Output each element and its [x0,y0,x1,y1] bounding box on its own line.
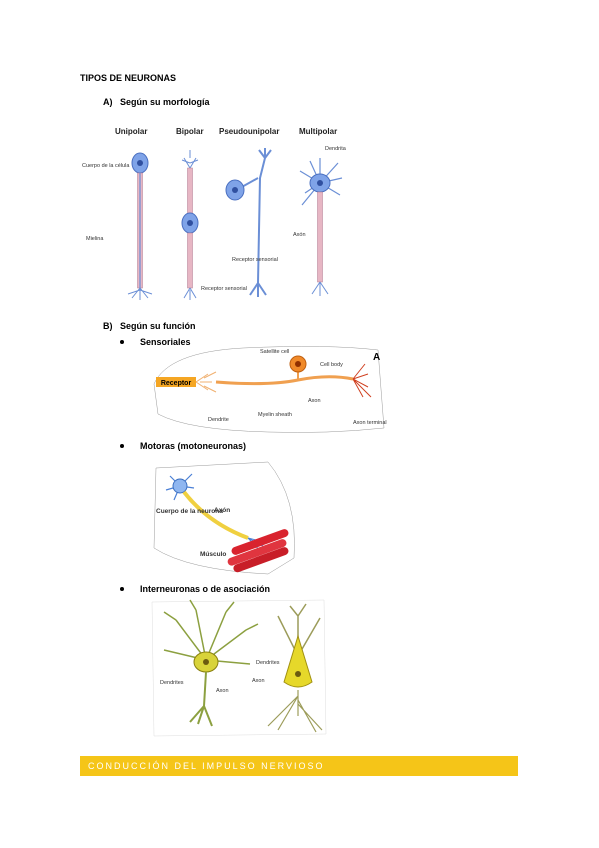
header-pseudounipolar: Pseudounipolar [219,127,279,136]
svg-text:Myelin sheath: Myelin sheath [258,412,292,418]
multipolar-neuron [299,158,343,296]
svg-text:Dendrites: Dendrites [160,680,184,686]
bullet-motoras [120,444,124,448]
svg-text:Axon terminal: Axon terminal [353,420,387,426]
page-title: TIPOS DE NEURONAS [80,73,177,83]
interneuron-right [267,603,323,733]
motor-neuron-figure: Cuerpo de la neurona Axón Músculo [153,461,295,575]
unipolar-neuron [127,152,153,300]
header-bipolar: Bipolar [176,127,204,136]
svg-text:Axón: Axón [214,507,230,514]
figure-letter: A [373,352,380,363]
label-axon-multipolar: Axón [293,232,306,238]
svg-text:Axon: Axon [308,398,321,404]
bullet-interneuronas [120,587,124,591]
item-motoras: Motoras (motoneuronas) [140,441,247,451]
svg-text:Axon: Axon [216,688,229,694]
header-multipolar: Multipolar [299,127,337,136]
section-b-heading: B) Según su función [103,321,196,331]
muscle-fibers [227,529,289,573]
label-dendrita: Dendrita [325,146,347,152]
section-a-heading: A) Según su morfología [103,97,210,107]
svg-text:Cell body: Cell body [320,362,343,368]
svg-text:Músculo: Músculo [200,551,226,558]
sensory-neuron-figure: Receptor A Satellite cell Cell body Axon… [153,346,387,433]
banner-text: CONDUCCIÓN DEL IMPULSO NERVIOSO [88,761,325,771]
label-receptor-bipolar: Receptor sensorial [201,286,247,292]
bipolar-neuron [181,150,199,300]
svg-text:Axon: Axon [252,678,265,684]
svg-text:Satellite cell: Satellite cell [260,349,289,355]
item-sensoriales: Sensoriales [140,337,191,347]
label-mielina: Mielina [86,236,104,242]
header-unipolar: Unipolar [115,127,147,136]
bullet-sensoriales [120,340,124,344]
label-cuerpo-celula: Cuerpo de la célula [82,163,130,169]
morphology-figure: Unipolar Bipolar Pseudounipolar Multipol… [82,127,347,300]
label-receptor-pseudo: Receptor sensorial [232,257,278,263]
svg-text:Dendrite: Dendrite [208,417,229,423]
receptor-box [156,377,196,387]
section-banner: CONDUCCIÓN DEL IMPULSO NERVIOSO [80,756,518,776]
svg-text:Dendrites: Dendrites [256,660,280,666]
motor-cell-body [172,478,188,494]
pseudounipolar-neuron [225,148,272,297]
interneuron-figure: Dendrites Axon Dendrites Axon [151,599,327,737]
svg-text:Receptor: Receptor [161,380,192,387]
interneuron-left [163,599,259,727]
svg-text:Cuerpo de la neurona: Cuerpo de la neurona [156,508,223,515]
item-interneuronas: Interneuronas o de asociación [140,584,271,594]
